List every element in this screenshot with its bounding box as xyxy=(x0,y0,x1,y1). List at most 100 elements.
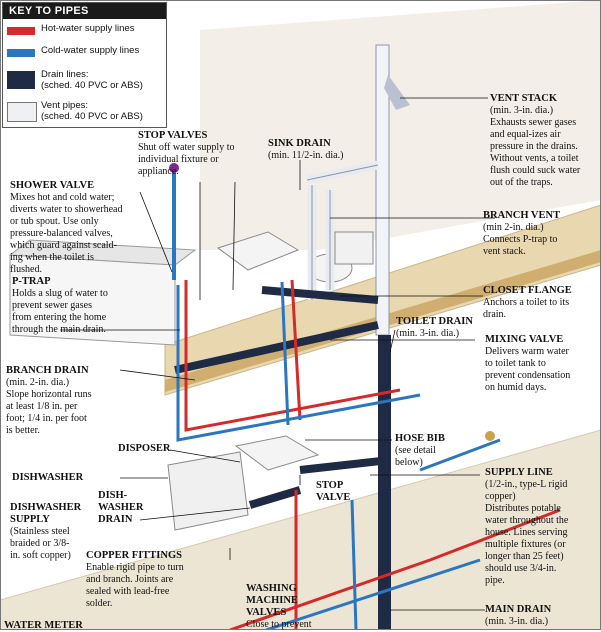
supply-line-text: should use 3/4-in. xyxy=(485,563,557,574)
supply-line-text: pipe. xyxy=(485,575,505,586)
lower-floor xyxy=(0,429,601,630)
upper-sink xyxy=(216,231,300,271)
copper-fittings-heading: COPPER FITTINGS xyxy=(86,550,182,561)
branch-drain-text: foot; 1/4 in. per foot xyxy=(6,413,87,424)
shower-valve-text: which guard against scald- xyxy=(10,240,117,251)
dishwasher-supply-text: braided or 3/8- xyxy=(10,538,70,549)
dishwasher-supply-heading: DISHWASHER xyxy=(10,502,82,513)
stop-valve-heading: VALVE xyxy=(316,492,351,503)
cold-swatch xyxy=(7,49,35,57)
branch-drain-text: Slope horizontal runs xyxy=(6,389,92,400)
copper-fittings-text: sealed with lead-free xyxy=(86,586,170,597)
branch-drain-text: is better. xyxy=(6,425,40,436)
vent-stack-text: Without vents, a toilet xyxy=(490,153,579,164)
key-label-cold: Cold-water supply lines xyxy=(41,45,140,56)
lower-sink xyxy=(234,435,320,471)
branch-drain-text: (min. 2-in. dia.) xyxy=(6,377,70,388)
closet-flange-text: Anchors a toilet to its xyxy=(483,297,570,308)
label-water-meter: WATER METER xyxy=(4,620,124,632)
washing-machine-valves-heading: WASHING xyxy=(246,583,297,594)
copper-fittings-text: Enable rigid pipe to turn xyxy=(86,562,184,573)
branch-vent-text: Connects P-trap to xyxy=(483,234,558,245)
sink-drain-heading: SINK DRAIN xyxy=(268,138,331,149)
branch-drain-heading: BRANCH DRAIN xyxy=(6,365,89,376)
key-label-drain: Drain lines: xyxy=(41,69,89,80)
mixing-valve-text: on humid days. xyxy=(485,382,547,393)
label-sink-drain: SINK DRAIN(min. 11/2-in. dia.) xyxy=(268,138,368,162)
closet-flange-text: drain. xyxy=(483,309,507,320)
dishwasher-supply-heading: SUPPLY xyxy=(10,514,50,525)
vent-stack-text: pressure in the drains. xyxy=(490,141,578,152)
p-trap-text: Holds a slug of water to xyxy=(12,288,108,299)
key-label-hot: Hot-water supply lines xyxy=(41,23,135,34)
main-drain-stack xyxy=(378,335,391,630)
washing-machine-valves-heading: VALVES xyxy=(246,607,287,618)
vent-stack-text: flush could suck water xyxy=(490,165,581,176)
bathtub-rim xyxy=(8,239,197,266)
supply-line-text: water throughout the xyxy=(485,515,569,526)
stop-valves-text: Shut off water supply to xyxy=(138,142,235,153)
leader-lines xyxy=(60,97,495,611)
label-vent-stack: VENT STACK(min. 3-in. dia.)Exhausts sewe… xyxy=(490,93,600,189)
dishwasher-heading: DISHWASHER xyxy=(12,472,84,483)
label-main-drain: MAIN DRAIN(min. 3-in. dia.) xyxy=(485,604,601,628)
vent-cap xyxy=(384,75,410,110)
toilet-drain-text: (min. 3-in. dia.) xyxy=(396,328,460,339)
dishwasher-supply-text: (Stainless steel xyxy=(10,526,70,537)
copper-fittings-text: and branch. Joints are xyxy=(86,574,174,585)
stop-valves-text: individual fixture or xyxy=(138,154,219,165)
p-trap-text: prevent sewer gases xyxy=(12,300,92,311)
label-disposer: DISPOSER xyxy=(118,443,208,455)
main-drain-heading: MAIN DRAIN xyxy=(485,604,552,615)
label-dishwasher: DISHWASHER xyxy=(12,472,112,484)
supply-line-text: longer than 25 feet) xyxy=(485,551,564,562)
mixing-valve-text: prevent condensation xyxy=(485,370,571,381)
branch-vent-heading: BRANCH VENT xyxy=(483,210,561,221)
hot-swatch xyxy=(7,27,35,35)
mixing-valve-heading: MIXING VALVE xyxy=(485,334,564,345)
dishwasher-drain-heading: WASHER xyxy=(98,502,144,513)
branch-drain-text: at least 1/8 in. per xyxy=(6,401,78,412)
cold-lines xyxy=(176,281,501,630)
washing-machine-valves-text: Close to prevent xyxy=(246,619,312,630)
label-toilet-drain: TOILET DRAIN(min. 3-in. dia.) xyxy=(396,316,492,340)
mixing-valve-text: Delivers warm water xyxy=(485,346,569,357)
dishwasher-drain-heading: DRAIN xyxy=(98,514,133,525)
supply-line-heading: SUPPLY LINE xyxy=(485,467,553,478)
vent-stack-text: and equal-izes air xyxy=(490,129,561,140)
key-label-vent: Vent pipes: xyxy=(41,100,89,111)
supply-line-text: house. Lines serving xyxy=(485,527,568,538)
shower-valve-text: Mixes hot and cold water; xyxy=(10,192,115,203)
branch-vent-text: vent stack. xyxy=(483,246,526,257)
p-trap-text: from entering the home xyxy=(12,312,107,323)
vent-stack-heading: VENT STACK xyxy=(490,93,558,104)
shower-valve-text: ing when the toilet is xyxy=(10,252,94,263)
p-trap-heading: P-TRAP xyxy=(12,276,51,287)
hose-bib-text: below) xyxy=(395,457,423,468)
p-trap-text: through the main drain. xyxy=(12,324,106,335)
vent-stack-text: Exhausts sewer gases xyxy=(490,117,577,128)
branch-vent-text: (min 2-in. dia.) xyxy=(483,222,544,233)
disposer-heading: DISPOSER xyxy=(118,443,171,454)
pipe-key: KEY TO PIPES Hot-water supply lines Cold… xyxy=(2,2,167,128)
shower-valve-text: pressure-balanced valves, xyxy=(10,228,113,239)
hose-bib-text: (see detail xyxy=(395,445,436,456)
supply-line-text: copper) xyxy=(485,491,516,502)
supply-line-text: multiple fixtures (or xyxy=(485,539,566,550)
washing-machine-valves-heading: MACHINE xyxy=(246,595,298,606)
hot-lines xyxy=(184,279,561,630)
dishwasher-supply-text: in. soft copper) xyxy=(10,550,71,561)
key-title: KEY TO PIPES xyxy=(3,3,166,19)
shower-valve-text: diverts water to showerhead xyxy=(10,204,123,215)
vent-swatch xyxy=(7,102,37,122)
hose-bib-heading: HOSE BIB xyxy=(395,433,445,444)
vent-stack-text: out of the traps. xyxy=(490,177,553,188)
